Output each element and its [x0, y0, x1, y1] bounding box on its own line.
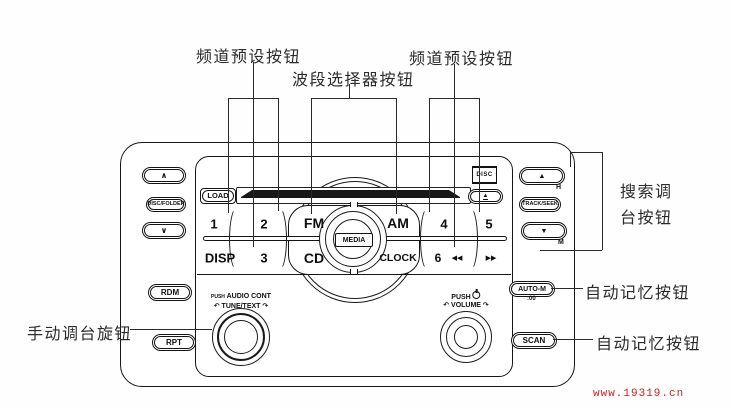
- key-separator-arc: [229, 207, 245, 271]
- preset-key-5[interactable]: 5: [485, 216, 493, 232]
- key-separator-arc: [271, 207, 287, 271]
- callout-line: [570, 152, 571, 167]
- cd-key[interactable]: CD: [303, 250, 325, 266]
- folder-up-button[interactable]: ∧: [142, 167, 186, 184]
- tune-knob-cap: [224, 320, 258, 354]
- volume-knob-cap: [454, 325, 478, 349]
- up-arrow-icon: ∧: [160, 170, 168, 180]
- clock-key[interactable]: CLOCK: [379, 252, 417, 264]
- eject-icon: ▲: [482, 192, 489, 201]
- preset-key-4[interactable]: 4: [440, 216, 448, 232]
- callout-line: [479, 98, 480, 212]
- disc-folder-button[interactable]: DISC/FOLDER: [146, 197, 186, 212]
- rotate-ccw-icon: ↶: [443, 302, 450, 309]
- callout-line: [429, 98, 479, 99]
- callout-line: [228, 98, 278, 99]
- folder-down-button[interactable]: ∨: [142, 222, 186, 239]
- label-seek-buttons: 搜索调 台按钮: [620, 184, 673, 227]
- seek-up-button[interactable]: ▲: [519, 167, 565, 185]
- tune-knob[interactable]: [212, 308, 270, 366]
- preset-key-6[interactable]: 6: [434, 251, 442, 265]
- preset-key-2[interactable]: 2: [260, 216, 268, 232]
- rotate-cw-icon: ↷: [262, 303, 269, 310]
- key-separator-arc: [420, 207, 436, 271]
- label-band-selector: 波段选择器按钮: [292, 72, 415, 89]
- volume-knob-label1: PUSH: [451, 289, 481, 301]
- rewind-icon[interactable]: ◀◀: [451, 255, 463, 262]
- seek-up-h-label: H: [556, 184, 562, 191]
- key-separator-arc: [462, 207, 478, 271]
- callout-line: [130, 329, 212, 330]
- preset-key-1[interactable]: 1: [210, 216, 218, 232]
- preset-key-3[interactable]: 3: [260, 250, 268, 266]
- panel-divider: [197, 274, 511, 275]
- seek-down-icon: ▼: [540, 227, 548, 235]
- watermark-url: www.19319.cn: [593, 388, 685, 400]
- slot-notch: [241, 190, 252, 197]
- callout-line: [349, 84, 350, 98]
- seek-down-m-label: M: [558, 239, 564, 246]
- am-key[interactable]: AM: [387, 215, 409, 231]
- scan-button[interactable]: SCAN: [511, 332, 557, 349]
- callout-line: [551, 288, 583, 289]
- rotate-ccw-icon: ↶: [213, 303, 220, 310]
- callout-line: [553, 339, 593, 340]
- callout-line: [228, 98, 229, 213]
- callout-line: [429, 98, 430, 212]
- auto-memory-button[interactable]: AUTO-M: [509, 281, 555, 297]
- callout-line: [311, 98, 396, 99]
- volume-knob[interactable]: [440, 311, 492, 363]
- cluster-notch: [350, 202, 358, 207]
- load-button[interactable]: LOAD: [200, 188, 236, 204]
- callout-line: [278, 98, 279, 211]
- power-icon: [472, 289, 481, 299]
- volume-knob-ring: [446, 317, 486, 357]
- callout-line: [602, 152, 603, 250]
- label-auto-memory-top: 自动记忆按钮: [585, 285, 691, 302]
- callout-line: [253, 62, 254, 247]
- seek-down-button[interactable]: ▼: [521, 222, 567, 240]
- compact-disc-logo: DISC: [472, 166, 497, 184]
- label-manual-tune: 手动调台旋钮: [27, 326, 133, 343]
- tune-knob-label2: ↶ TUNE/TEXT ↷: [213, 303, 269, 310]
- callout-line: [311, 98, 312, 214]
- rpt-button[interactable]: RPT: [152, 334, 196, 351]
- faceplate: LOAD ▲ DISC MEDIA 1 2 FM AM 4 5 DISP 3 C…: [195, 156, 513, 377]
- down-arrow-icon: ∨: [160, 225, 168, 235]
- callout-line: [570, 152, 602, 153]
- cluster-notch: [350, 269, 358, 274]
- track-seek-label: TRACK/SEEK: [519, 197, 561, 212]
- disp-key[interactable]: DISP: [204, 250, 236, 266]
- tune-knob-label1: PUSH AUDIO CONT: [211, 293, 271, 300]
- tune-knob-ring: [217, 313, 265, 361]
- seek-up-icon: ▲: [538, 172, 546, 180]
- callout-line: [396, 98, 397, 214]
- callout-line: [540, 250, 602, 251]
- fm-key[interactable]: FM: [303, 215, 325, 231]
- fast-forward-icon[interactable]: ▶▶: [485, 255, 497, 262]
- label-preset-right: 频道预设按钮: [409, 51, 515, 68]
- rotate-cw-icon: ↷: [482, 302, 489, 309]
- label-preset-left: 频道预设按钮: [196, 49, 302, 66]
- auto-m-sub-label: :00: [527, 296, 536, 302]
- eject-button[interactable]: ▲: [468, 189, 503, 204]
- rdm-button[interactable]: RDM: [148, 284, 192, 301]
- cd-slot: [241, 190, 460, 198]
- callout-line: [454, 64, 455, 247]
- volume-knob-label2: ↶ VOLUME ↷: [443, 302, 489, 309]
- media-button[interactable]: MEDIA: [335, 233, 373, 247]
- label-auto-memory-bottom: 自动记忆按钮: [596, 336, 702, 353]
